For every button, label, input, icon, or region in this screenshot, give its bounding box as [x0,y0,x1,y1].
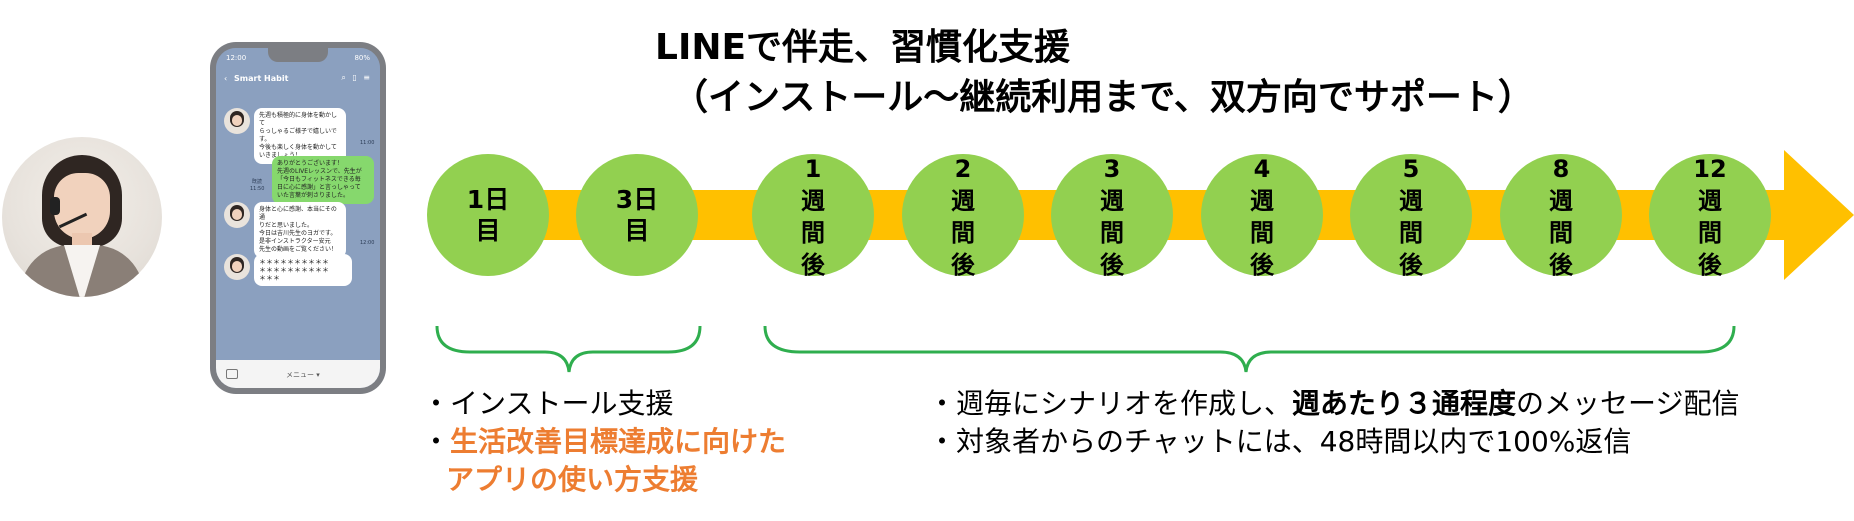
back-chevron-icon[interactable]: ‹ [224,74,228,83]
chat-message-coach: 身体と心に感謝、本当にその通 りだと思いました。 今日は吉川先生のヨガです。 是… [254,202,346,258]
milestone-label: 3 週 間 後 [1100,155,1124,279]
milestone-day-1: 1日 目 [427,154,549,276]
chat-message-coach: 先週も積極的に身体を動かして らっしゃるご様子で嬉しいです。 今後も楽しく身体を… [254,108,346,164]
note-weekly-suffix: のメッセージ配信 [1516,387,1740,420]
chat-message-user: ありがとうございます！ 先週のLIVEレッスンで、先生が 「今日もフィットネスで… [272,156,374,204]
milestone-label: 5 週 間 後 [1399,155,1423,279]
note-chat-reply: ・対象者からのチャットには、48時間以内で100%返信 [928,425,1632,458]
milestone-label: 3日 目 [615,185,659,245]
milestone-label: 12 週 間 後 [1693,155,1727,279]
milestone-label: 1日 目 [466,185,510,245]
title-line-1: LINEで伴走、習慣化支援 [655,27,1071,68]
read-status: 既読 [252,179,263,185]
chat-header-icons[interactable]: ⌕ ▯ ≡ [341,73,372,82]
milestone-week-5: 5 週 間 後 [1350,154,1472,279]
note-weekly-prefix: ・週毎にシナリオを作成し、 [928,387,1293,420]
chat-menu-button[interactable]: メニュー ▾ [286,371,320,379]
milestone-week-4: 4 週 間 後 [1201,154,1323,279]
brace-left [435,325,702,373]
operator-avatar-icon [2,137,162,297]
milestone-week-3: 3 週 間 後 [1051,154,1173,279]
milestone-week-2: 2 週 間 後 [902,154,1024,279]
coach-avatar-icon [224,108,250,134]
smartphone-mockup: 12:00 80% ‹ Smart Habit ⌕ ▯ ≡ 先週も積極的に身体を… [210,42,386,394]
chat-app-name: Smart Habit [234,74,289,83]
note-highlight-line1: 生活改善目標達成に向けた [450,425,787,458]
milestone-label: 2 週 間 後 [951,155,975,279]
note-bullet: ・ [422,425,451,458]
note-weekly-messages: ・週毎にシナリオを作成し、週あたり３通程度のメッセージ配信 [928,386,1739,422]
milestone-week-12: 12 週 間 後 [1649,154,1771,279]
milestone-week-8: 8 週 間 後 [1500,154,1622,279]
milestone-label: 1 週 間 後 [801,155,825,279]
chat-header: ‹ Smart Habit ⌕ ▯ ≡ [216,68,380,90]
phone-notch [268,48,328,62]
keyboard-icon[interactable] [226,369,238,379]
message-time: 11:00 [360,140,375,146]
message-time: 12:00 [360,240,375,246]
status-time: 12:00 [226,54,247,62]
chat-footer: メニュー ▾ [216,360,380,388]
message-time: 11:50 [250,186,265,192]
note-app-usage-line2: アプリの使い方支援 [446,462,698,498]
milestone-week-1: 1 週 間 後 [752,154,874,279]
battery-indicator: 80% [354,54,370,62]
milestone-day-3: 3日 目 [576,154,698,276]
phone-screen: 12:00 80% ‹ Smart Habit ⌕ ▯ ≡ 先週も積極的に身体を… [216,48,380,388]
note-app-usage-support: ・生活改善目標達成に向けた [422,424,786,460]
note-highlight-line2: アプリの使い方支援 [446,463,699,496]
note-install-support: ・インストール支援 [422,387,674,420]
milestone-label: 4 週 間 後 [1250,155,1274,279]
coach-avatar-icon [224,202,250,228]
milestone-label: 8 週 間 後 [1549,155,1573,279]
chat-message-coach: ＊＊＊＊＊＊＊＊＊＊ ＊＊＊＊＊＊＊＊＊＊ ＊＊＊ [254,254,352,286]
coach-avatar-icon [224,254,250,280]
title-line-2: （インストール～継続利用まで、双方向でサポート） [672,77,1534,118]
note-weekly-bold: 週あたり３通程度 [1292,387,1517,420]
brace-right [763,325,1736,373]
